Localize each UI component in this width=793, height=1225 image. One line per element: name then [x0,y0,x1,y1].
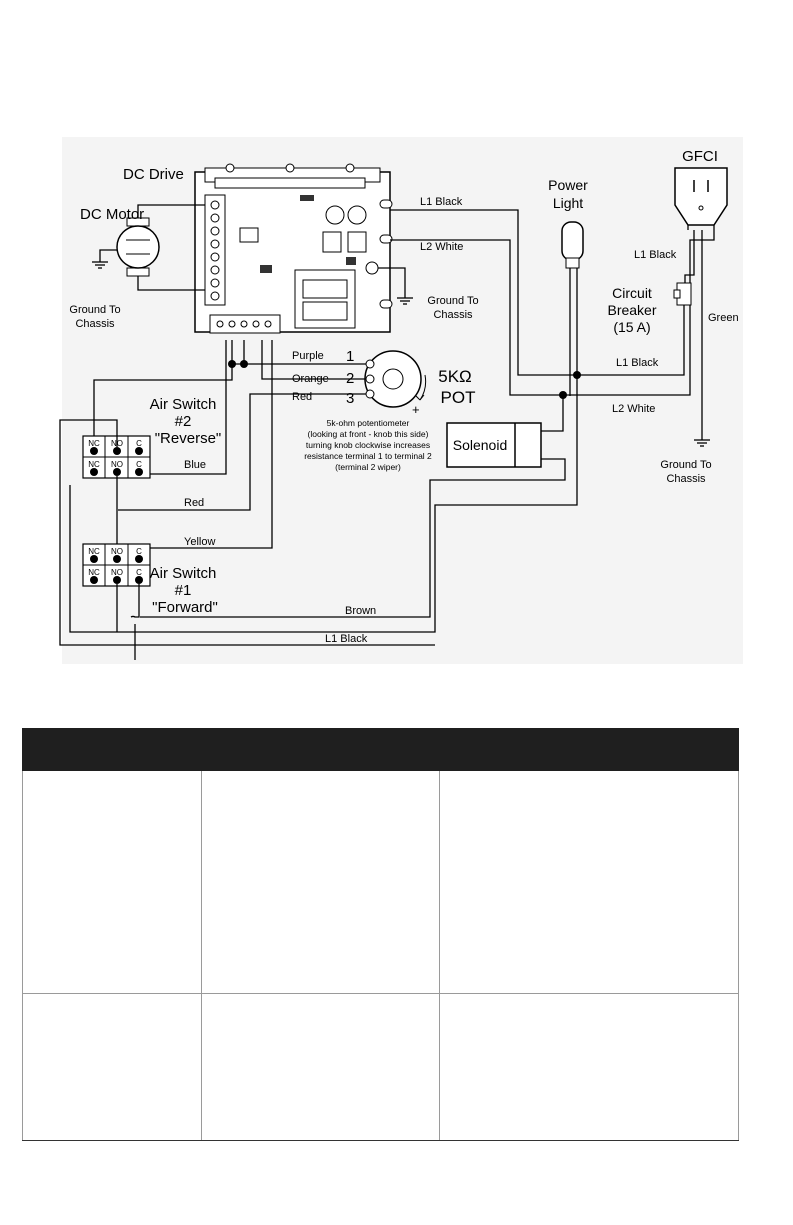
power-light [69,221,584,633]
pot-label-1: 5KΩ [438,367,472,386]
table-body [22,771,739,1141]
junction-dot [240,360,248,368]
table-border-left [22,771,23,1141]
contact-nc-label: NC [88,568,100,577]
contact-no-label: NO [111,547,123,556]
wire-label-l1-black-mid: L1 Black [616,357,659,369]
contact-nc-label: NC [88,547,100,556]
wire-label-l1-black-bottom: L1 Black [325,633,368,645]
junction-dot [573,371,581,379]
power-light-label-2: Light [553,195,583,211]
contact-c-label: C [136,547,142,556]
wire-label-brown: Brown [345,605,376,617]
air-switch-1-label-3: "Forward" [152,599,218,616]
wire-label-blue: Blue [184,459,206,471]
air-switch-1-label-2: #1 [175,582,192,599]
ground-gfci-label-1: Ground To [660,459,711,471]
wire-label-red: Red [184,497,204,509]
table-divider [201,771,202,1141]
gfci-plug [674,167,728,230]
pot-note-line-1: 5k-ohm potentiometer [327,418,410,428]
ground-symbol-gfci [694,439,710,447]
ground-drive-label-1: Ground To [427,295,478,307]
wire-label-green: Green [708,312,739,324]
wire-label-l2-white-mid: L2 White [612,403,655,415]
ground-drive-label-2: Chassis [433,309,473,321]
table-border-right [738,771,739,1141]
dc-drive-label: DC Drive [123,166,184,183]
ground-symbol-motor [92,261,108,269]
table-divider [439,771,440,1141]
pot-note-line-2: (looking at front - knob this side) [308,429,429,439]
contact-c-label: C [136,460,142,469]
air-switch-2-label-1: Air Switch [150,396,217,413]
breaker-label-3: (15 A) [613,319,650,335]
wire-label-red-pot: Red [292,391,312,403]
breaker-label-2: Breaker [607,302,656,318]
ground-gfci-label-2: Chassis [666,473,706,485]
air-switch-1-label-1: Air Switch [150,565,217,582]
table-row-divider [22,993,739,994]
table-header [22,728,739,771]
contact-no-label: NO [111,439,123,448]
gfci-label: GFCI [682,148,718,165]
breaker-label-1: Circuit [612,285,652,301]
ground-motor-label-1: Ground To [69,304,120,316]
circuit-breaker [390,209,692,376]
air-switch-2-label-2: #2 [175,413,192,430]
contact-nc-label: NC [88,460,100,469]
pot-terminal-2: 2 [346,370,354,387]
wire-label-l2-white-top: L2 White [420,241,463,253]
wire-label-purple: Purple [292,350,324,362]
ground-motor-label-2: Chassis [75,318,115,330]
wire-label-l1-black-gfci: L1 Black [634,249,677,261]
pot-terminal-3: 3 [346,390,354,407]
contact-no-label: NO [111,460,123,469]
dc-drive-board [194,163,393,334]
pot-plus-sign: + [412,402,420,417]
solenoid-label: Solenoid [453,437,508,453]
dc-motor [99,204,205,291]
ground-symbol-drive [397,297,413,305]
contact-no-label: NO [111,568,123,577]
contact-c-label: C [136,568,142,577]
pot-label-2: POT [441,388,476,407]
solenoid [140,395,566,618]
power-light-label-1: Power [548,177,588,193]
dc-motor-label: DC Motor [80,206,144,223]
contact-nc-label: NC [88,439,100,448]
wire-label-yellow: Yellow [184,536,215,548]
pot-note-line-4: resistance terminal 1 to terminal 2 [304,451,432,461]
pot-terminal-1: 1 [346,348,354,365]
air-switch-2-label-3: "Reverse" [155,430,222,447]
wire-label-l1-black-top: L1 Black [420,196,463,208]
pot-note-line-3: turning knob clockwise increases [306,440,430,450]
pot-note-line-5: (terminal 2 wiper) [335,462,401,472]
air-switch-1 [82,543,151,587]
wire-label-orange: Orange [292,373,329,385]
contact-c-label: C [136,439,142,448]
table-border-bottom [22,1140,739,1141]
wiring-diagram: DC Drive DC Motor Ground To Chassis Grou… [59,137,743,664]
